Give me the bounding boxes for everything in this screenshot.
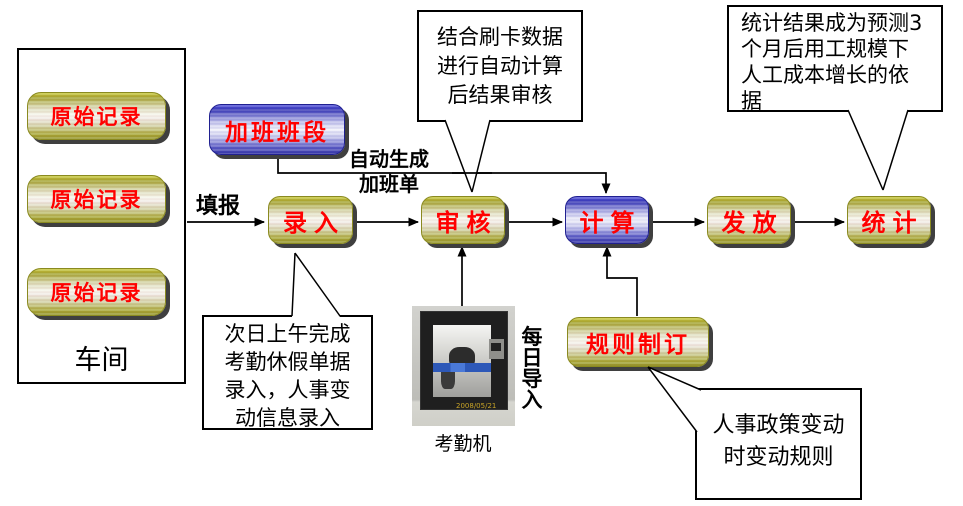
- node-statistics: 统计: [847, 196, 931, 244]
- raw-record-label: 原始记录: [50, 188, 143, 212]
- photo-date-stamp: 2008/05/21: [456, 402, 497, 410]
- raw-record-node-1: 原始记录: [27, 92, 166, 140]
- callout-entry-note: 次日上午完成 考勤休假单据 录入，人事变 动信息录入: [202, 315, 373, 430]
- callout-pointer: [445, 119, 490, 192]
- attendance-machine-photo: 2008/05/21: [412, 306, 515, 426]
- node-calculate-label: 计算: [579, 208, 642, 237]
- node-distribute-label: 发放: [721, 208, 784, 237]
- node-entry: 录入: [268, 196, 353, 244]
- node-overtime-shift: 加班班段: [209, 104, 345, 155]
- callout-rule-note: 人事政策变动 时变动规则: [695, 388, 862, 500]
- raw-record-node-2: 原始记录: [27, 175, 166, 223]
- edge-label-auto-generate-overtime: 自动生成 加班单: [349, 147, 429, 196]
- attendance-machine-window: [433, 325, 491, 397]
- node-statistics-label: 统计: [861, 208, 924, 237]
- node-calculate: 计算: [565, 196, 649, 244]
- workshop-group-box: 原始记录 原始记录 原始记录 车间: [17, 48, 186, 384]
- callout-pointer: [848, 109, 908, 190]
- raw-record-node-3: 原始记录: [27, 268, 166, 316]
- node-review: 审核: [421, 196, 505, 244]
- edge-label-daily-import: 每日导入: [521, 325, 543, 412]
- node-rule-making: 规则制订: [567, 317, 709, 367]
- photo-blue-band: [433, 363, 491, 372]
- attendance-machine-body: [420, 311, 508, 410]
- attendance-machine-screen: [491, 343, 501, 351]
- arrow-rules-to-calculate: [602, 246, 638, 316]
- node-review-label: 审核: [435, 208, 498, 237]
- callout-pointer: [292, 253, 340, 317]
- workshop-label: 车间: [74, 345, 129, 376]
- node-rule-making-label: 规则制订: [586, 332, 690, 358]
- arrow-overtime-to-calculate: [277, 152, 611, 194]
- raw-record-label: 原始记录: [50, 105, 143, 129]
- callout-review-note: 结合刷卡数据 进行自动计算 后结果审核: [417, 10, 583, 122]
- raw-record-label: 原始记录: [50, 281, 143, 305]
- photo-caption: 考勤机: [434, 433, 492, 455]
- callout-pointer: [648, 367, 701, 432]
- node-overtime-shift-label: 加班班段: [225, 119, 329, 146]
- node-entry-label: 录入: [283, 208, 345, 237]
- callout-statistics-note: 统计结果成为预测3 个月后用工规模下 人工成本增长的依 据: [727, 5, 943, 113]
- attendance-machine-display: [489, 339, 504, 359]
- edge-label-fill-report: 填报: [196, 194, 241, 219]
- node-distribute: 发放: [707, 196, 791, 244]
